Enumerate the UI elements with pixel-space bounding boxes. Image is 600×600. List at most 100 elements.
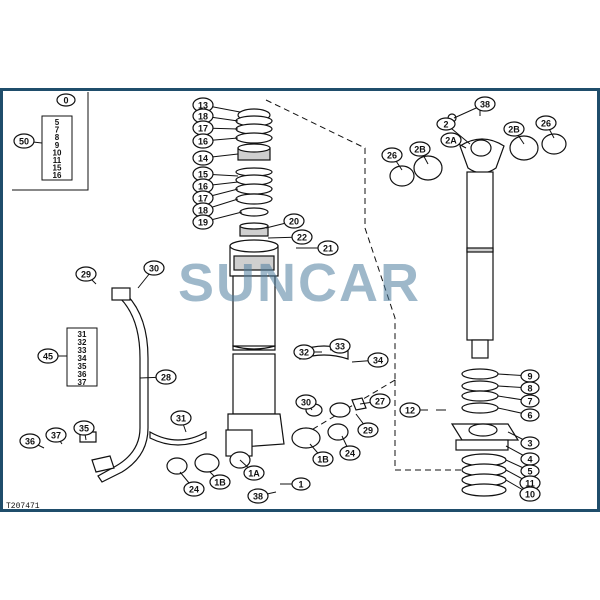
svg-text:27: 27 — [375, 397, 385, 407]
kit-item: 37 — [78, 378, 87, 387]
svg-text:38: 38 — [253, 492, 263, 502]
callout-10: 10 — [505, 479, 541, 502]
svg-text:24: 24 — [189, 485, 199, 495]
svg-text:22: 22 — [297, 233, 307, 243]
svg-text:4: 4 — [527, 455, 532, 465]
callout-17: 17 — [192, 120, 239, 136]
kit-box-50 — [41, 115, 73, 181]
svg-text:9: 9 — [527, 372, 532, 382]
svg-text:12: 12 — [405, 406, 415, 416]
callout-1B: 1B — [209, 471, 231, 490]
svg-text:10: 10 — [525, 490, 535, 500]
svg-text:30: 30 — [301, 398, 311, 408]
svg-text:1A: 1A — [248, 469, 260, 479]
callout-3: 3 — [507, 431, 540, 450]
callout-19: 19 — [192, 211, 243, 230]
callout-38: 38 — [247, 488, 277, 504]
callout-32: 32 — [293, 344, 322, 360]
svg-text:7: 7 — [527, 397, 532, 407]
svg-text:19: 19 — [198, 218, 208, 228]
svg-text:16: 16 — [198, 137, 208, 147]
svg-text:29: 29 — [363, 426, 373, 436]
svg-text:35: 35 — [79, 424, 89, 434]
svg-text:11: 11 — [525, 479, 535, 489]
callout-16: 16 — [192, 133, 239, 149]
kit-item: 33 — [78, 346, 87, 355]
callout-2A: 2A — [440, 132, 467, 149]
svg-text:17: 17 — [198, 194, 208, 204]
svg-text:38: 38 — [480, 100, 490, 110]
svg-text:26: 26 — [541, 119, 551, 129]
callout-1A: 1A — [239, 459, 265, 481]
svg-text:50: 50 — [19, 137, 29, 147]
callout-16: 16 — [192, 178, 239, 194]
callout-14: 14 — [192, 150, 239, 166]
clamp-31 — [149, 430, 207, 446]
svg-text:2B: 2B — [508, 125, 520, 135]
svg-text:2B: 2B — [414, 145, 426, 155]
svg-text:5: 5 — [527, 467, 532, 477]
svg-text:15: 15 — [198, 170, 208, 180]
svg-text:30: 30 — [149, 264, 159, 274]
svg-text:2: 2 — [443, 120, 448, 130]
kit-item: 31 — [78, 330, 87, 339]
callout-29: 29 — [75, 266, 97, 285]
callout-36: 36 — [19, 433, 45, 449]
svg-text:1: 1 — [298, 480, 303, 490]
kit-item: 15 — [53, 164, 62, 173]
callout-35: 35 — [73, 420, 95, 441]
svg-text:6: 6 — [527, 411, 532, 421]
callout-2B: 2B — [503, 121, 525, 145]
kit-item: 5 — [55, 118, 60, 127]
callout-2: 2 — [436, 117, 471, 145]
callout-34: 34 — [351, 352, 389, 368]
callout-20: 20 — [265, 213, 305, 229]
callout-6: 6 — [497, 407, 540, 422]
callout-30: 30 — [295, 394, 317, 411]
svg-text:8: 8 — [527, 384, 532, 394]
kit-item: 11 — [53, 156, 62, 165]
callout-0: 0 — [56, 93, 76, 107]
callout-50: 50 — [13, 133, 43, 149]
cylinder-rings — [235, 108, 273, 237]
kit-item: 7 — [55, 126, 60, 135]
kit-item: 8 — [55, 133, 60, 142]
kit-item: 34 — [78, 354, 87, 363]
callout-1B: 1B — [309, 443, 334, 467]
svg-text:1B: 1B — [317, 455, 329, 465]
callout-45: 45 — [37, 348, 67, 364]
svg-text:33: 33 — [335, 342, 345, 352]
callout-17: 17 — [192, 188, 239, 206]
svg-text:45: 45 — [43, 352, 53, 362]
callout-38: 38 — [453, 96, 496, 119]
svg-text:34: 34 — [373, 356, 383, 366]
svg-text:20: 20 — [289, 217, 299, 227]
svg-text:1B: 1B — [214, 478, 226, 488]
kit-item: 35 — [78, 362, 87, 371]
cylinder-barrel — [225, 239, 285, 469]
frame-border — [0, 88, 600, 512]
svg-text:18: 18 — [198, 206, 208, 216]
kit-box-45 — [66, 327, 98, 387]
callout-18: 18 — [192, 108, 239, 124]
callout-24: 24 — [339, 435, 361, 461]
callout-24: 24 — [179, 471, 205, 497]
kit-item: 36 — [78, 370, 87, 379]
svg-text:16: 16 — [198, 182, 208, 192]
callout-2B: 2B — [409, 141, 431, 165]
kit-item: 16 — [53, 171, 62, 180]
suncar-watermark: SUNCAR — [178, 253, 421, 313]
svg-text:31: 31 — [176, 414, 186, 424]
svg-text:28: 28 — [161, 373, 171, 383]
kit-item: 32 — [78, 338, 87, 347]
callout-11: 11 — [505, 469, 541, 491]
callout-26: 26 — [381, 147, 403, 171]
callout-21: 21 — [306, 240, 339, 256]
dashed-outline-right — [394, 380, 480, 471]
callout-7: 7 — [497, 394, 540, 408]
svg-text:29: 29 — [81, 270, 91, 280]
kit-item: 9 — [55, 141, 60, 150]
